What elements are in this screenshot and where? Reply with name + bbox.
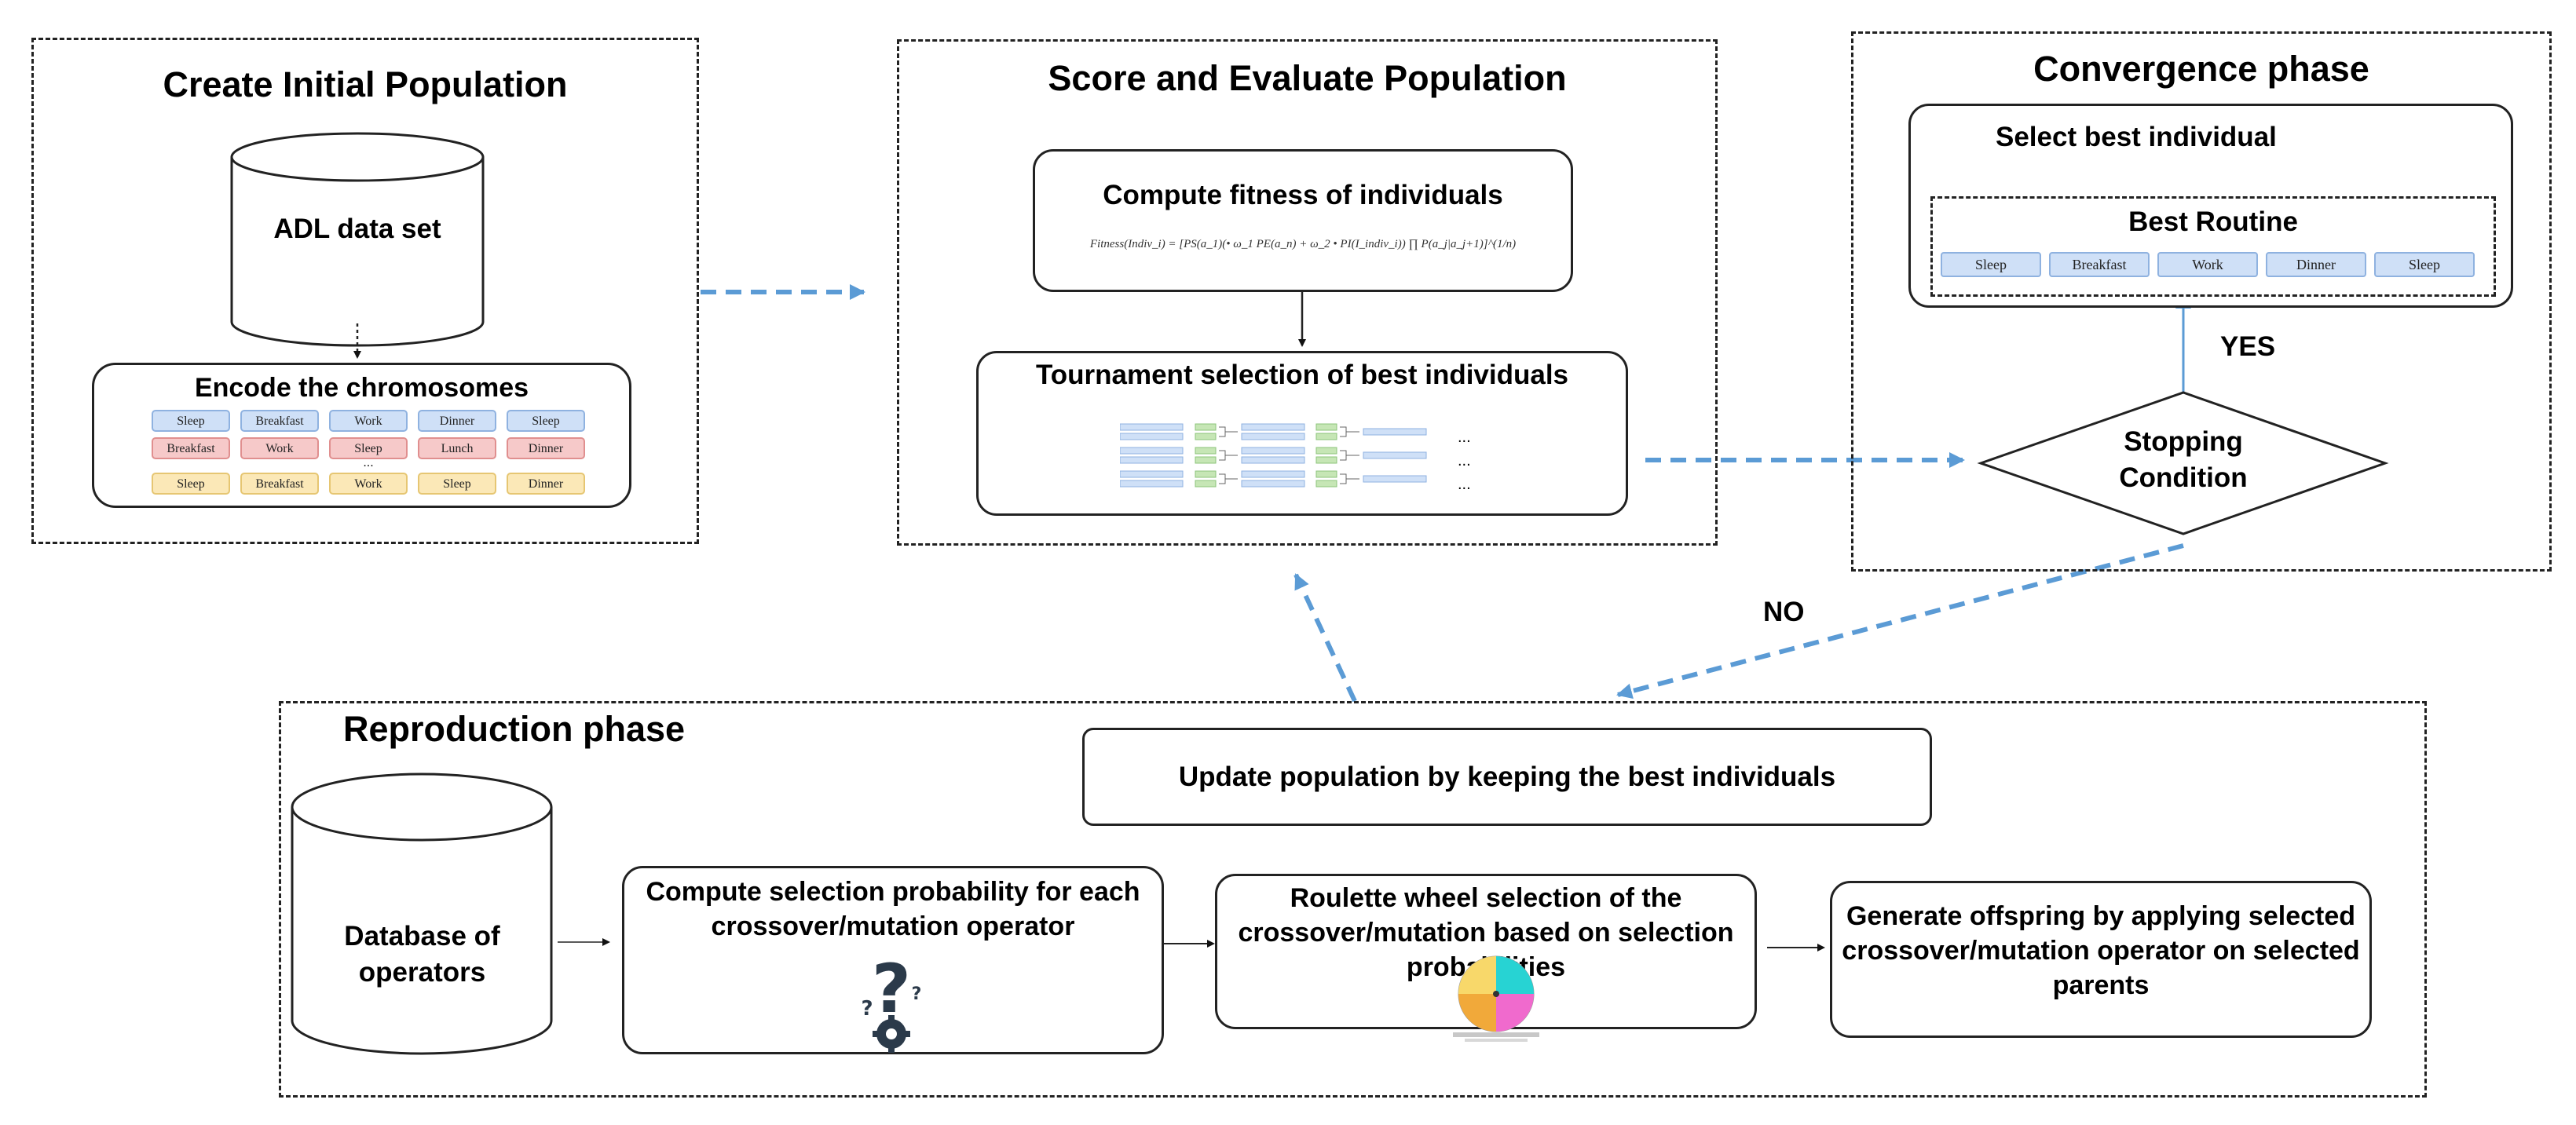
tournament-title: Tournament selection of best individuals	[1035, 360, 1569, 390]
initial-population-title: Create Initial Population	[163, 64, 568, 104]
compute-probability-box: Compute selection probability for each c…	[622, 866, 1164, 1054]
svg-text:?: ?	[912, 984, 922, 1004]
tournament-ellipsis-3: ...	[1458, 476, 1471, 493]
stopping-condition-label: Stopping Condition	[2119, 426, 2248, 493]
best-routine-cell: Sleep	[2374, 252, 2475, 277]
no-label: NO	[1763, 597, 1805, 627]
chromosome-cell: Breakfast	[240, 410, 319, 432]
chromosome-cell: Sleep	[152, 410, 230, 432]
generate-offspring-box: Generate offspring by applying selected …	[1830, 881, 2372, 1038]
generate-offspring-label: Generate offspring by applying selected …	[1842, 901, 2360, 1001]
update-population-label: Update population by keeping the best in…	[1178, 762, 1836, 792]
chromosome-cell: Work	[240, 437, 319, 459]
score-evaluate-title: Score and Evaluate Population	[1048, 58, 1567, 98]
chromosome-cell: Dinner	[507, 473, 585, 495]
roulette-wheel-icon	[1453, 955, 1539, 1042]
database-operators-cylinder	[291, 773, 553, 1055]
roulette-selection-box: Roulette wheel selection of the crossove…	[1215, 874, 1757, 1042]
chromosome-cell: Breakfast	[240, 473, 319, 495]
fitness-title: Compute fitness of individuals	[1103, 180, 1503, 210]
tournament-ellipsis-1: ...	[1458, 429, 1471, 446]
convergence-title: Convergence phase	[2033, 49, 2369, 89]
best-routine-title: Best Routine	[2128, 206, 2298, 237]
chromosome-ellipsis: ...	[363, 456, 374, 469]
chromosome-cell: Sleep	[152, 473, 230, 495]
chromosome-cell: Dinner	[507, 437, 585, 459]
chromosome-cell: Work	[329, 410, 408, 432]
encode-chromosomes-box: Encode the chromosomes Sleep Breakfast W…	[92, 363, 631, 508]
chromosome-cell: Dinner	[418, 410, 496, 432]
best-routine-cell: Sleep	[1941, 252, 2041, 277]
convergence-phase	[1851, 31, 2552, 572]
yes-label: YES	[2220, 331, 2276, 362]
tournament-ellipsis-2: ...	[1458, 452, 1471, 469]
chromosome-cell: Lunch	[418, 437, 496, 459]
initial-population-phase	[31, 38, 699, 544]
reproduction-phase	[279, 701, 2427, 1098]
stopping-condition-diamond	[1977, 391, 2389, 535]
chromosome-cell: Sleep	[329, 437, 408, 459]
svg-text:?: ?	[861, 997, 873, 1021]
arrow-no-to-reproduction	[1616, 543, 2184, 699]
best-routine-cell: Breakfast	[2049, 252, 2150, 277]
arrow-reproduction-to-score	[1293, 573, 1357, 703]
fitness-formula: Fitness(Indiv_i) = [PS(a_1)(• ω_1 PE(a_n…	[1089, 238, 1517, 250]
chromosome-cell: Sleep	[418, 473, 496, 495]
chromosome-cell: Work	[329, 473, 408, 495]
fitness-box: Compute fitness of individuals Fitness(I…	[1033, 149, 1573, 292]
select-best-label: Select best individual	[1996, 122, 2277, 152]
best-routine-cell: Work	[2157, 252, 2258, 277]
select-best-box: Select best individual Best Routine Slee…	[1908, 104, 2513, 308]
tournament-box: Tournament selection of best individuals	[976, 351, 1628, 516]
reproduction-title: Reproduction phase	[343, 709, 686, 749]
compute-probability-label: Compute selection probability for each c…	[646, 877, 1140, 942]
score-evaluate-phase	[897, 39, 1718, 546]
encode-chromosomes-title: Encode the chromosomes	[194, 373, 529, 403]
chromosome-cell: Sleep	[507, 410, 585, 432]
chromosome-cell: Breakfast	[152, 437, 230, 459]
tournament-thumbnail	[1120, 423, 1427, 488]
database-operators-label: Database of operators	[344, 921, 500, 988]
best-routine-box: Best Routine Sleep Breakfast Work Dinner…	[1930, 196, 2496, 297]
adl-dataset-cylinder	[230, 132, 485, 347]
update-population-box: Update population by keeping the best in…	[1082, 728, 1932, 826]
dataset-label: ADL data set	[273, 214, 441, 244]
best-routine-cell: Dinner	[2266, 252, 2366, 277]
question-gear-icon: ? ? ?	[861, 951, 922, 1053]
